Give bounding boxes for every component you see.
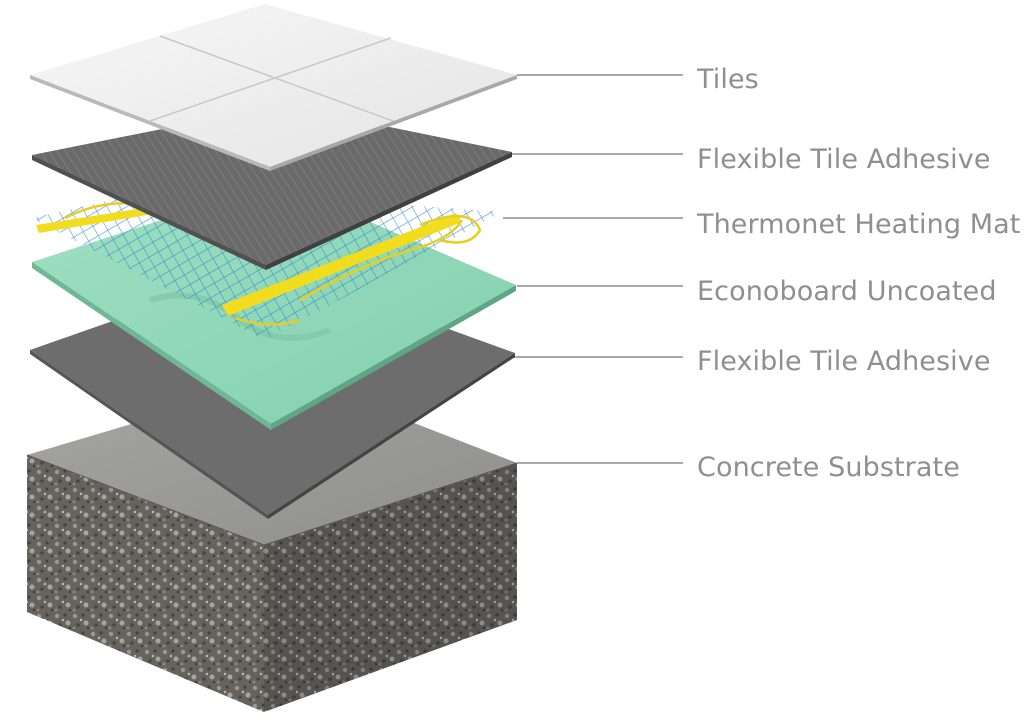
label-tiles: Tiles [697, 64, 759, 95]
label-adhesive-top: Flexible Tile Adhesive [697, 144, 991, 175]
label-heating-mat: Thermonet Heating Mat [697, 209, 1021, 240]
heating-tape-bottom [222, 213, 462, 316]
label-adhesive-bottom: Flexible Tile Adhesive [697, 346, 991, 377]
leader-lines [503, 74, 683, 464]
tiles-layer [30, 4, 517, 171]
adhesive-top-layer [32, 105, 512, 270]
tile-joint-1 [159, 35, 394, 122]
heating-tape-top [36, 207, 153, 233]
label-econoboard: Econoboard Uncoated [697, 276, 997, 307]
tile-joint-2 [149, 37, 392, 122]
label-concrete: Concrete Substrate [697, 452, 960, 483]
